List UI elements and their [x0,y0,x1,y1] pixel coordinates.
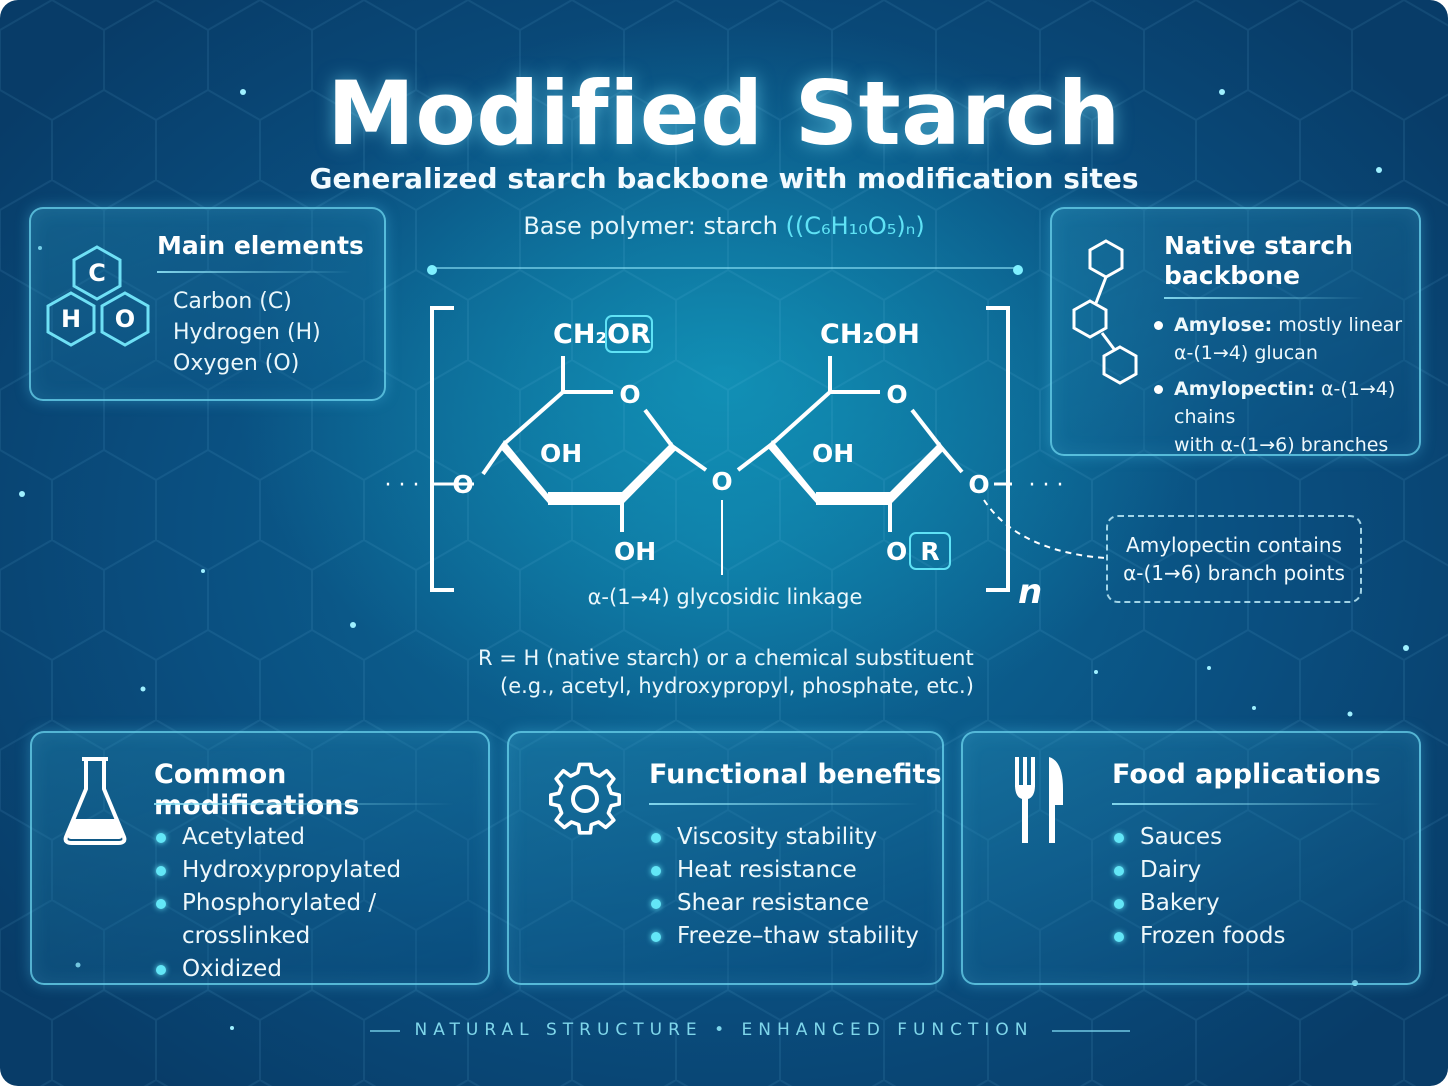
ring1-oh-bottom-label: OH [614,537,656,566]
applications-panel: Food applications Sauces Dairy Bakery Fr… [961,731,1421,985]
r-note-line1: R = H (native starch) or a chemical subs… [478,646,974,670]
application-item: Sauces [1112,821,1402,854]
element-item: Carbon (C) [173,289,292,314]
element-item: Hydrogen (H) [173,320,321,345]
application-item: Dairy [1112,854,1402,887]
application-item: Frozen foods [1112,920,1402,953]
base-polymer-label: Base polymer: starch [523,212,778,240]
applications-title: Food applications [1112,759,1381,790]
modification-item: Acetylated [154,821,484,854]
ring2-oxygen-label: O [886,380,907,409]
right-linkage-oxygen: O [968,470,989,499]
icon-letter-c: C [88,259,106,287]
base-polymer-formula: ((C₆H₁₀O₅)ₙ) [785,212,925,240]
title-divider [1112,803,1382,805]
ring1-or-label: OR [607,319,651,350]
amylopectin-label: Amylopectin: [1174,378,1315,400]
amylose-label: Amylose: [1174,314,1273,336]
title-divider [154,803,454,805]
footer-tagline: NATURAL STRUCTURE • ENHANCED FUNCTION [414,1020,1034,1040]
ring2-o-label: O [886,537,907,566]
base-polymer-line: Base polymer: starch ((C₆H₁₀O₅)ₙ) [0,212,1448,240]
modification-item: Oxidized [154,953,484,986]
branched-chain-icon [1072,239,1138,385]
modifications-title: Common modifications [154,759,360,821]
benefit-item: Shear resistance [649,887,939,920]
benefit-item: Viscosity stability [649,821,939,854]
page-title: Modified Starch [327,62,1121,165]
icon-letter-o: O [115,305,135,333]
ring1-oh-label: OH [540,439,582,468]
starch-structure-diagram: CH₂ OR O OH OH CH₂OH O OH O R O O O · · … [385,265,1107,612]
ring2-ch2oh-label: CH₂OH [820,319,920,350]
ring2-oh-label: OH [812,439,854,468]
ring1-oxygen-label: O [619,380,640,409]
modifications-list: Acetylated Hydroxypropylated Phosphoryla… [154,821,484,986]
repeat-brackets [430,306,1010,592]
glycosidic-oxygen: O [711,467,732,496]
hexagon-elements-icon: C H O [46,245,150,347]
benefit-item: Freeze–thaw stability [649,920,939,953]
native-backbone-panel: Native starch backbone Amylose: mostly l… [1050,207,1421,456]
callout-line1: Amylopectin contains [1126,533,1342,557]
ring1-ch2-label: CH₂ [553,319,607,350]
native-backbone-title-line1: Native starch [1164,231,1353,260]
title-divider [649,803,919,805]
applications-list: Sauces Dairy Bakery Frozen foods [1112,821,1402,953]
modification-item: Phosphorylated / crosslinked [154,887,484,953]
benefits-title: Functional benefits [649,759,942,790]
amylose-item: Amylose: mostly linear α-(1→4) glucan [1154,311,1414,367]
r-note-line2: (e.g., acetyl, hydroxypropyl, phosphate,… [500,674,974,698]
ring-1-wedges [500,440,676,505]
amylose-text1: mostly linear [1278,314,1403,336]
or-highlight-box [605,315,653,353]
icon-letter-h: H [61,305,81,333]
top-glow-line [427,265,1023,275]
amylopectin-text2: with α-(1→6) branches [1174,434,1389,456]
application-item: Bakery [1112,887,1402,920]
flask-icon [63,757,127,845]
benefits-list: Viscosity stability Heat resistance Shea… [649,821,939,953]
callout-line2: α-(1→6) branch points [1123,561,1345,585]
branch-points-callout: Amylopectin contains α-(1→6) branch poin… [1106,515,1362,603]
title-divider [1164,297,1364,299]
right-chain-dots: · · · [1029,473,1064,498]
glycosidic-linkage-label: α-(1→4) glycosidic linkage [588,585,863,609]
gear-icon [548,762,622,835]
modification-item: Hydroxypropylated [154,854,484,887]
benefits-panel: Functional benefits Viscosity stability … [507,731,944,985]
footer-rules [370,1030,1130,1032]
element-item: Oxygen (O) [173,351,300,376]
page-subtitle: Generalized starch backbone with modific… [309,162,1139,195]
ring-2-wedges [768,440,944,505]
left-linkage-oxygen: O [452,470,473,499]
amylopectin-item: Amylopectin: α-(1→4) chains with α-(1→6)… [1154,375,1414,459]
benefit-item: Heat resistance [649,854,939,887]
native-backbone-title-line2: backbone [1164,261,1301,290]
r-highlight-box [909,532,951,570]
repeat-subscript-n: n [1018,572,1042,612]
fork-knife-icon [1015,757,1063,843]
modifications-panel: Common modifications Acetylated Hydroxyp… [30,731,490,985]
main-elements-panel: C H O Main elements Carbon (C) Hydrogen … [29,207,386,401]
main-elements-title: Main elements [157,231,364,260]
native-backbone-title: Native starch backbone [1164,231,1353,291]
ring2-r-label: R [920,537,939,566]
amylopectin-text1: α-(1→4) chains [1174,378,1396,428]
title-divider [157,271,352,273]
callout-connector [983,499,1107,559]
left-chain-dots: · · · [385,473,420,498]
backbone-list: Amylose: mostly linear α-(1→4) glucan Am… [1154,311,1414,459]
amylose-text2: α-(1→4) glucan [1174,342,1318,364]
